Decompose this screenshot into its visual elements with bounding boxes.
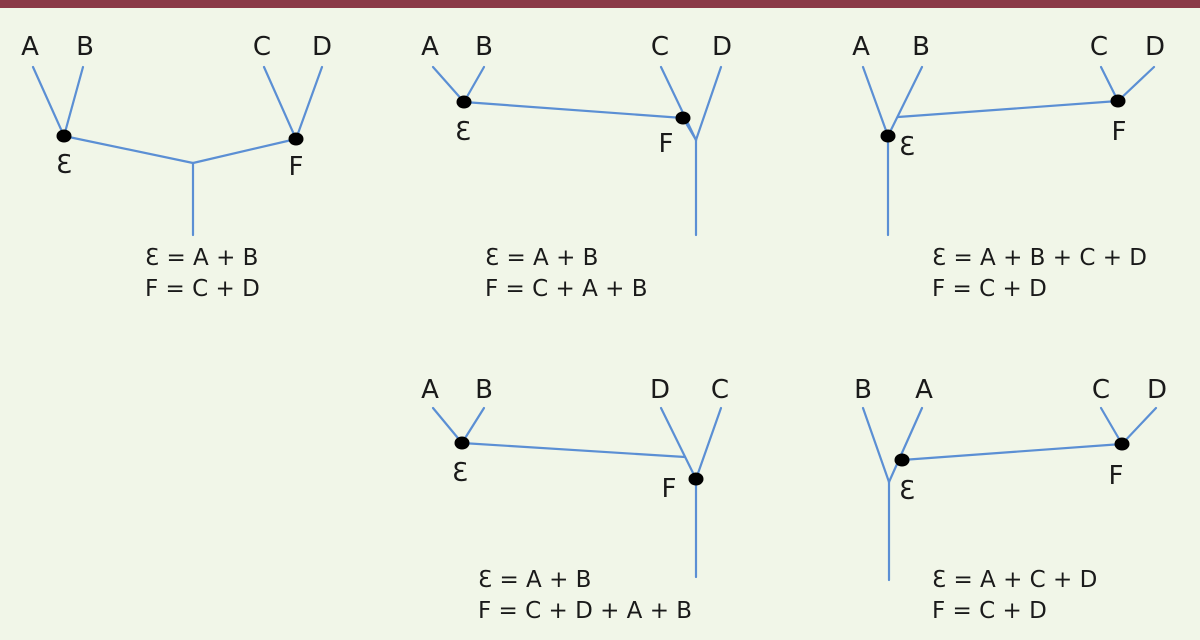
edge [659,65,698,142]
equation: Ɛ = A + B + C + D [932,245,1147,271]
leaf-label: B [475,32,493,62]
edge [62,65,85,138]
leaf-label: D [1145,32,1165,62]
leaf-label: C [711,375,729,405]
node-label: F [662,474,677,504]
node-label: F [1109,461,1124,491]
edge [861,406,891,484]
edge [887,406,924,484]
tree-diagram-4: A B D C Ɛ F Ɛ = A + B F = C + D + A + B [421,375,729,624]
top-accent-bar [0,0,1200,8]
edge [462,65,486,104]
edge [1099,406,1124,446]
edge [659,406,698,481]
edge [262,65,298,141]
edge [462,100,685,120]
tree-diagram-1: A B C D Ɛ F Ɛ = A + B F = C + D [21,32,332,302]
leaf-label: D [650,375,670,405]
equation: F = C + D [932,598,1047,624]
leaf-label: A [915,375,933,405]
equation: F = C + D [932,276,1047,302]
node-f [675,111,691,125]
node-e [880,129,896,143]
edge [62,134,195,165]
tree-diagram-2: A B C D Ɛ F Ɛ = A + B F = C + A + B [421,32,732,302]
edge [896,99,1120,119]
edge [294,65,324,141]
leaf-label: D [1147,375,1167,405]
edge [431,65,466,104]
node-label: Ɛ [56,150,72,180]
node-f [1110,94,1126,108]
edge [1116,65,1156,103]
equation: F = C + D + A + B [478,598,692,624]
leaf-label: A [21,32,39,62]
edge [694,406,723,481]
edge [431,406,464,445]
equation: Ɛ = A + B [145,245,258,271]
edge [1120,406,1158,446]
edge [900,442,1124,462]
leaf-label: D [712,32,732,62]
equation: Ɛ = A + C + D [932,567,1097,593]
leaf-label: A [852,32,870,62]
leaf-label: C [253,32,271,62]
leaf-label: D [312,32,332,62]
leaf-label: B [912,32,930,62]
leaf-label: B [76,32,94,62]
node-e [456,95,472,109]
leaf-label: B [475,375,493,405]
node-e [454,436,470,450]
node-label: F [659,129,674,159]
node-e [56,129,72,143]
leaf-label: A [421,375,439,405]
equation: Ɛ = A + B [478,567,591,593]
tree-diagram-3: A B C D Ɛ F Ɛ = A + B + C + D F = C + D [852,32,1165,302]
equation: F = C + D [145,276,260,302]
node-e [894,453,910,467]
node-label: F [289,152,304,182]
node-f [1114,437,1130,451]
leaf-label: C [651,32,669,62]
edge [694,65,723,142]
edge [191,137,298,165]
leaf-label: C [1090,32,1108,62]
node-label: Ɛ [899,476,915,506]
edge [861,65,890,138]
node-label: Ɛ [452,458,468,488]
edge [31,65,66,138]
node-f [288,132,304,146]
node-label: Ɛ [899,132,915,162]
tree-diagram-5: B A C D Ɛ F Ɛ = A + C + D F = C + D [854,375,1167,624]
edge [460,441,687,459]
node-label: F [1112,117,1127,147]
leaf-label: B [854,375,872,405]
node-f [688,472,704,486]
equation: F = C + A + B [485,276,647,302]
edge [460,406,486,445]
leaf-label: C [1092,375,1110,405]
edge [886,65,924,138]
equation: Ɛ = A + B [485,245,598,271]
node-label: Ɛ [455,117,471,147]
leaf-label: A [421,32,439,62]
